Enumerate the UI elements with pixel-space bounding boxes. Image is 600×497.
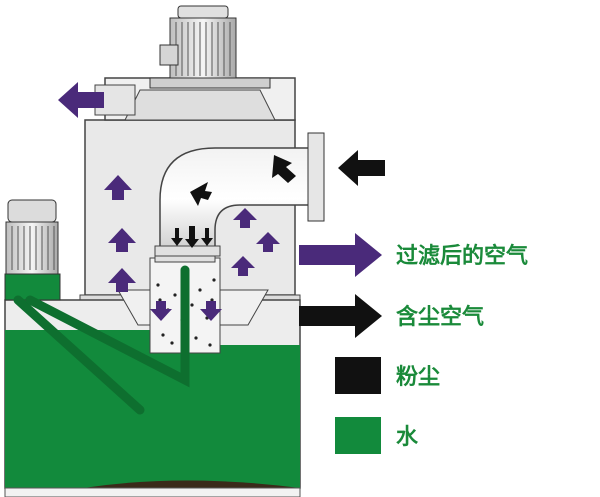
down-arrow-3 <box>201 228 213 246</box>
arrow-up-3 <box>108 268 136 292</box>
pipe-arrow-1 <box>272 155 296 183</box>
down-arrow-2 <box>185 226 199 248</box>
legend-dust-swatch <box>335 357 381 394</box>
arrow-down-right <box>200 301 222 321</box>
top-fan-motor <box>149 5 271 89</box>
arrow-down-left <box>150 301 172 321</box>
arrow-up-4 <box>233 208 257 228</box>
inlet-arrow <box>338 150 385 186</box>
filtered-air-arrows <box>58 82 382 321</box>
arrow-up-1 <box>104 175 132 200</box>
pump-motor <box>5 199 59 275</box>
dusty-air-arrows <box>171 150 385 338</box>
legend-dusty-arrow <box>299 294 382 338</box>
legend-filtered-arrow <box>299 233 382 277</box>
arrow-up-6 <box>231 256 255 276</box>
legend-filtered-air-label: 过滤后的空气 <box>396 243 528 269</box>
legend-dust-label: 粉尘 <box>396 365 440 390</box>
legend-water-label: 水 <box>396 425 419 450</box>
arrow-up-5 <box>256 232 280 252</box>
legend-water-swatch <box>335 417 381 454</box>
pipe-arrow-2 <box>190 182 212 206</box>
outlet-arrow <box>58 82 104 118</box>
recirculation-pipes <box>13 265 190 415</box>
arrow-up-2 <box>108 228 136 252</box>
water-tank <box>4 273 301 497</box>
down-arrow-1 <box>171 228 183 246</box>
legend-dusty-air-label: 含尘空气 <box>396 304 484 330</box>
